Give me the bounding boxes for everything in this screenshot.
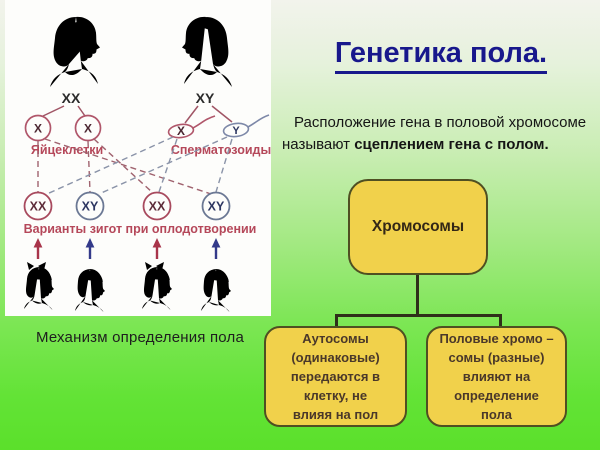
sperm-cell-x: X <box>167 115 216 139</box>
intro-paragraph: Расположение гена в половой хромосоме на… <box>282 112 598 156</box>
tree-connector-vertical <box>416 273 419 317</box>
intro-bold-text: сцеплением гена с полом. <box>354 136 549 153</box>
page-title: Генетика пола. <box>285 37 597 74</box>
zygote-xy-1 <box>75 191 105 221</box>
page-title-text: Генетика пола. <box>334 37 548 74</box>
man-portrait <box>182 16 232 87</box>
sex-genetics-diagram-panel: XX XY X X X Y <box>5 0 271 316</box>
zygote1-label: XX <box>30 200 47 214</box>
sperm-caption: Сперматозоиды <box>171 143 271 157</box>
tree-connector-stub-left <box>335 314 338 327</box>
up-arrow-icon-red-2 <box>152 238 162 259</box>
zygote4-label: XY <box>208 200 225 214</box>
egg-cell-2 <box>74 114 102 142</box>
up-arrow-icon-red-1 <box>33 238 43 259</box>
zygotes-caption: Варианты зигот при оплодотворении <box>24 222 257 236</box>
sex-chromosomes-text: Половые хромо – сомы (разные) влияют на … <box>439 331 554 422</box>
egg2-label: X <box>84 122 92 136</box>
sperm-cell-y: Y <box>222 114 270 138</box>
sex-chromosomes-box: Половые хромо – сомы (разные) влияют на … <box>426 326 567 427</box>
mother-genotype-label: XX <box>62 90 81 106</box>
father-genotype-label: XY <box>196 90 215 106</box>
girl-portrait-1 <box>24 262 54 310</box>
egg1-label: X <box>34 122 42 136</box>
sperm-y-label: Y <box>232 125 240 137</box>
zygote-xy-2 <box>201 191 231 221</box>
boy-portrait-2 <box>201 269 231 312</box>
tree-connector-stub-right <box>499 314 502 327</box>
egg-cell-1 <box>24 114 52 142</box>
fertilization-lines <box>37 136 233 195</box>
eggs-caption: Яйцеклетки <box>31 143 103 157</box>
chromosomes-root-box: Хромосомы <box>348 179 488 275</box>
autosomes-text: Аутосомы (одинаковые) передаются в клетк… <box>290 331 381 422</box>
zygote2-label: XY <box>82 200 99 214</box>
sex-genetics-diagram: XX XY X X X Y <box>23 16 271 312</box>
woman-portrait <box>50 16 100 87</box>
chromosomes-root-label: Хромосомы <box>371 218 465 235</box>
mechanism-caption: Механизм определения пола <box>35 329 245 346</box>
boy-portrait-1 <box>75 269 105 312</box>
up-arrow-icon-blue-1 <box>85 238 95 259</box>
girl-portrait-2 <box>142 262 172 310</box>
meiosis-lines <box>42 105 233 124</box>
tree-connector-horizontal <box>335 314 502 317</box>
zygote3-label: XX <box>149 200 166 214</box>
zygote-xx-2 <box>142 191 172 221</box>
autosomes-box: Аутосомы (одинаковые) передаются в клетк… <box>264 326 407 427</box>
zygote-xx-1 <box>23 191 53 221</box>
intro-normal-text: Расположение гена в половой хромосоме на… <box>282 114 587 153</box>
sperm-x-label: X <box>177 124 185 138</box>
up-arrow-icon-blue-2 <box>211 238 221 259</box>
